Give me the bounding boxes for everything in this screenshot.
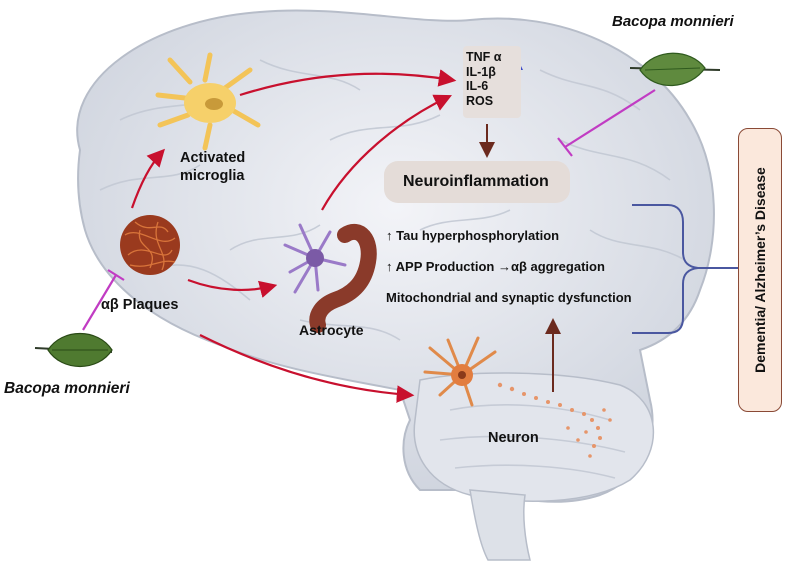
arrow-plaques-to-neuron: [199, 334, 415, 403]
arrow-plaques-to-microglia: [130, 148, 165, 209]
astrocyte-label: Astrocyte: [299, 322, 364, 338]
inhibit-bar-left: [107, 269, 125, 281]
astrocyte-icon: [283, 223, 377, 333]
leaf-icon-left: [34, 332, 113, 368]
outcome-app: ↑ APP Production →αβ aggregation: [386, 259, 605, 274]
microglia-label-line2: microglia: [180, 168, 245, 184]
bacopa-label-top: Bacopa monnieri: [612, 13, 734, 30]
neuron-label: Neuron: [488, 430, 539, 446]
dementia-box: Dementia/ Alzheimer’s Disease: [738, 128, 782, 412]
neuroinflammation-box: [384, 161, 570, 203]
brain-illustration: [76, 9, 715, 561]
neuroinflammation-label: Neuroinflammation: [403, 173, 549, 190]
cytokine-box: [463, 46, 521, 118]
cytokine-tnf: TNF α: [466, 50, 502, 64]
microglia-label-line1: Activated: [180, 150, 246, 166]
plaques-icon: [120, 215, 180, 275]
cytokine-list: TNF α IL-1β IL-6 ROS: [466, 50, 501, 108]
arrow-astrocyte-to-cytokines: [321, 94, 452, 211]
inhibit-line-top: [564, 89, 656, 148]
dementia-label: Dementia/ Alzheimer’s Disease: [752, 167, 768, 373]
cytokine-ros: ROS: [466, 93, 494, 108]
arrow-microglia-to-cytokines: [239, 69, 457, 97]
leaf-icon-top: [629, 52, 721, 87]
outcome-bracket: [632, 204, 738, 334]
neuron-icon: [423, 336, 612, 458]
cytokine-il1b: IL-1β: [466, 64, 496, 79]
arrow-plaques-to-astrocyte: [187, 278, 278, 298]
outcome-tau: ↑ Tau hyperphosphorylation: [386, 228, 560, 243]
outcome-mito: Mitochondrial and synaptic dysfunction: [386, 290, 632, 305]
bacopa-label-left: Bacopa monnieri: [4, 380, 130, 397]
inhibit-bar-top: [557, 137, 573, 157]
microglia-cell-icon: [155, 52, 261, 151]
cytokine-il6: IL-6: [466, 79, 489, 93]
inhibit-line-left: [82, 274, 117, 331]
plaques-label: αβ Plaques: [101, 297, 179, 313]
